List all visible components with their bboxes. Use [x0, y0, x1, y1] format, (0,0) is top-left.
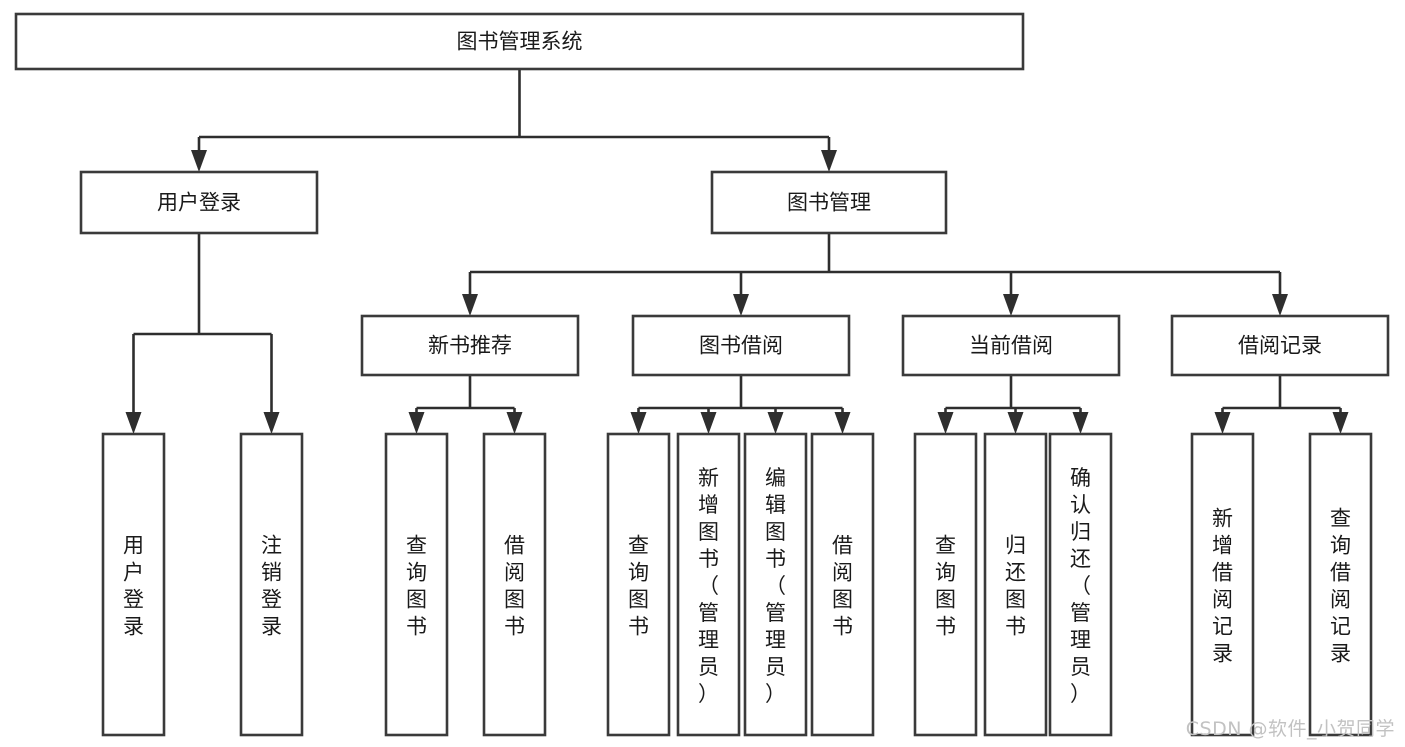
node-label: 查询图书	[628, 534, 649, 639]
node-root[interactable]: 图书管理系统	[14, 12, 1025, 71]
node-box	[631, 314, 851, 377]
nodes-layer: 图书管理系统用户登录用户登录注销登录图书管理新书推荐查询图书借阅图书图书借阅查询…	[14, 12, 1390, 737]
node-leaf-user-login[interactable]: 用户登录	[101, 432, 166, 737]
arrow-head-icon	[630, 412, 647, 434]
arrow-head-icon	[191, 150, 207, 172]
node-borrow-add-book[interactable]: 新增图书（管理员）	[676, 432, 741, 737]
arrow-head-icon	[1007, 412, 1024, 434]
node-label: 借阅图书	[504, 534, 525, 639]
arrow-head-icon	[125, 412, 142, 434]
connectors-layer	[125, 69, 1349, 434]
arrow-head-icon	[733, 294, 749, 316]
node-box	[1308, 432, 1373, 737]
node-leaf-user-logout[interactable]: 注销登录	[239, 432, 304, 737]
node-borrow-borrow-book[interactable]: 借阅图书	[810, 432, 875, 737]
node-borrow-edit-book[interactable]: 编辑图书（管理员）	[743, 432, 808, 737]
node-current-borrow[interactable]: 当前借阅	[901, 314, 1121, 377]
node-label: 查询图书	[406, 534, 427, 639]
node-label: 查询图书	[935, 534, 956, 639]
node-label: 查询借阅记录	[1330, 507, 1351, 666]
watermark: CSDN @软件_小贺同学	[1185, 718, 1395, 740]
arrow-head-icon	[462, 294, 478, 316]
node-label: 编辑图书（管理员）	[765, 466, 786, 706]
node-box	[743, 432, 808, 737]
node-box	[482, 432, 547, 737]
arrow-head-icon	[700, 412, 717, 434]
node-box	[360, 314, 580, 377]
arrow-head-icon	[937, 412, 954, 434]
node-box	[810, 432, 875, 737]
arrow-head-icon	[834, 412, 851, 434]
node-label: 归还图书	[1005, 534, 1026, 639]
arrow-head-icon	[263, 412, 280, 434]
arrow-head-icon	[1214, 412, 1231, 434]
node-user-login[interactable]: 用户登录	[79, 170, 319, 235]
node-book-management[interactable]: 图书管理	[710, 170, 948, 235]
node-box	[101, 432, 166, 737]
node-current-confirm-return[interactable]: 确认归还（管理员）	[1048, 432, 1113, 737]
node-box	[901, 314, 1121, 377]
node-label: 图书借阅	[699, 334, 783, 358]
arrow-head-icon	[408, 412, 425, 434]
node-box	[606, 432, 671, 737]
node-box	[384, 432, 449, 737]
node-box	[14, 12, 1025, 71]
node-record-query[interactable]: 查询借阅记录	[1308, 432, 1373, 737]
node-box	[79, 170, 319, 235]
node-label: 借阅记录	[1238, 334, 1322, 358]
node-box	[710, 170, 948, 235]
node-box	[239, 432, 304, 737]
node-label: 当前借阅	[969, 334, 1053, 358]
node-current-return-book[interactable]: 归还图书	[983, 432, 1048, 737]
node-recommend-query-book[interactable]: 查询图书	[384, 432, 449, 737]
arrow-head-icon	[1272, 294, 1288, 316]
arrow-head-icon	[821, 150, 837, 172]
arrow-head-icon	[767, 412, 784, 434]
node-recommend-borrow-book[interactable]: 借阅图书	[482, 432, 547, 737]
node-label: 图书管理系统	[457, 30, 583, 54]
node-new-book-recommend[interactable]: 新书推荐	[360, 314, 580, 377]
node-label: 新增图书（管理员）	[698, 466, 719, 706]
node-label: 用户登录	[157, 191, 241, 215]
arrow-head-icon	[1332, 412, 1349, 434]
node-box	[983, 432, 1048, 737]
node-label: 图书管理	[787, 191, 871, 215]
node-current-query-book[interactable]: 查询图书	[913, 432, 978, 737]
node-borrow-record[interactable]: 借阅记录	[1170, 314, 1390, 377]
node-borrow-query-book[interactable]: 查询图书	[606, 432, 671, 737]
node-label: 确认归还（管理员）	[1070, 466, 1091, 706]
arrow-head-icon	[506, 412, 523, 434]
arrow-head-icon	[1003, 294, 1019, 316]
node-record-add[interactable]: 新增借阅记录	[1190, 432, 1255, 737]
node-box	[676, 432, 741, 737]
node-box	[1190, 432, 1255, 737]
node-label: 借阅图书	[832, 534, 853, 639]
node-book-borrow[interactable]: 图书借阅	[631, 314, 851, 377]
node-label: 新书推荐	[428, 334, 512, 358]
node-label: 用户登录	[123, 534, 144, 639]
node-label: 新增借阅记录	[1212, 507, 1233, 666]
node-box	[913, 432, 978, 737]
node-box	[1048, 432, 1113, 737]
node-box	[1170, 314, 1390, 377]
node-label: 注销登录	[261, 534, 282, 639]
arrow-head-icon	[1072, 412, 1089, 434]
